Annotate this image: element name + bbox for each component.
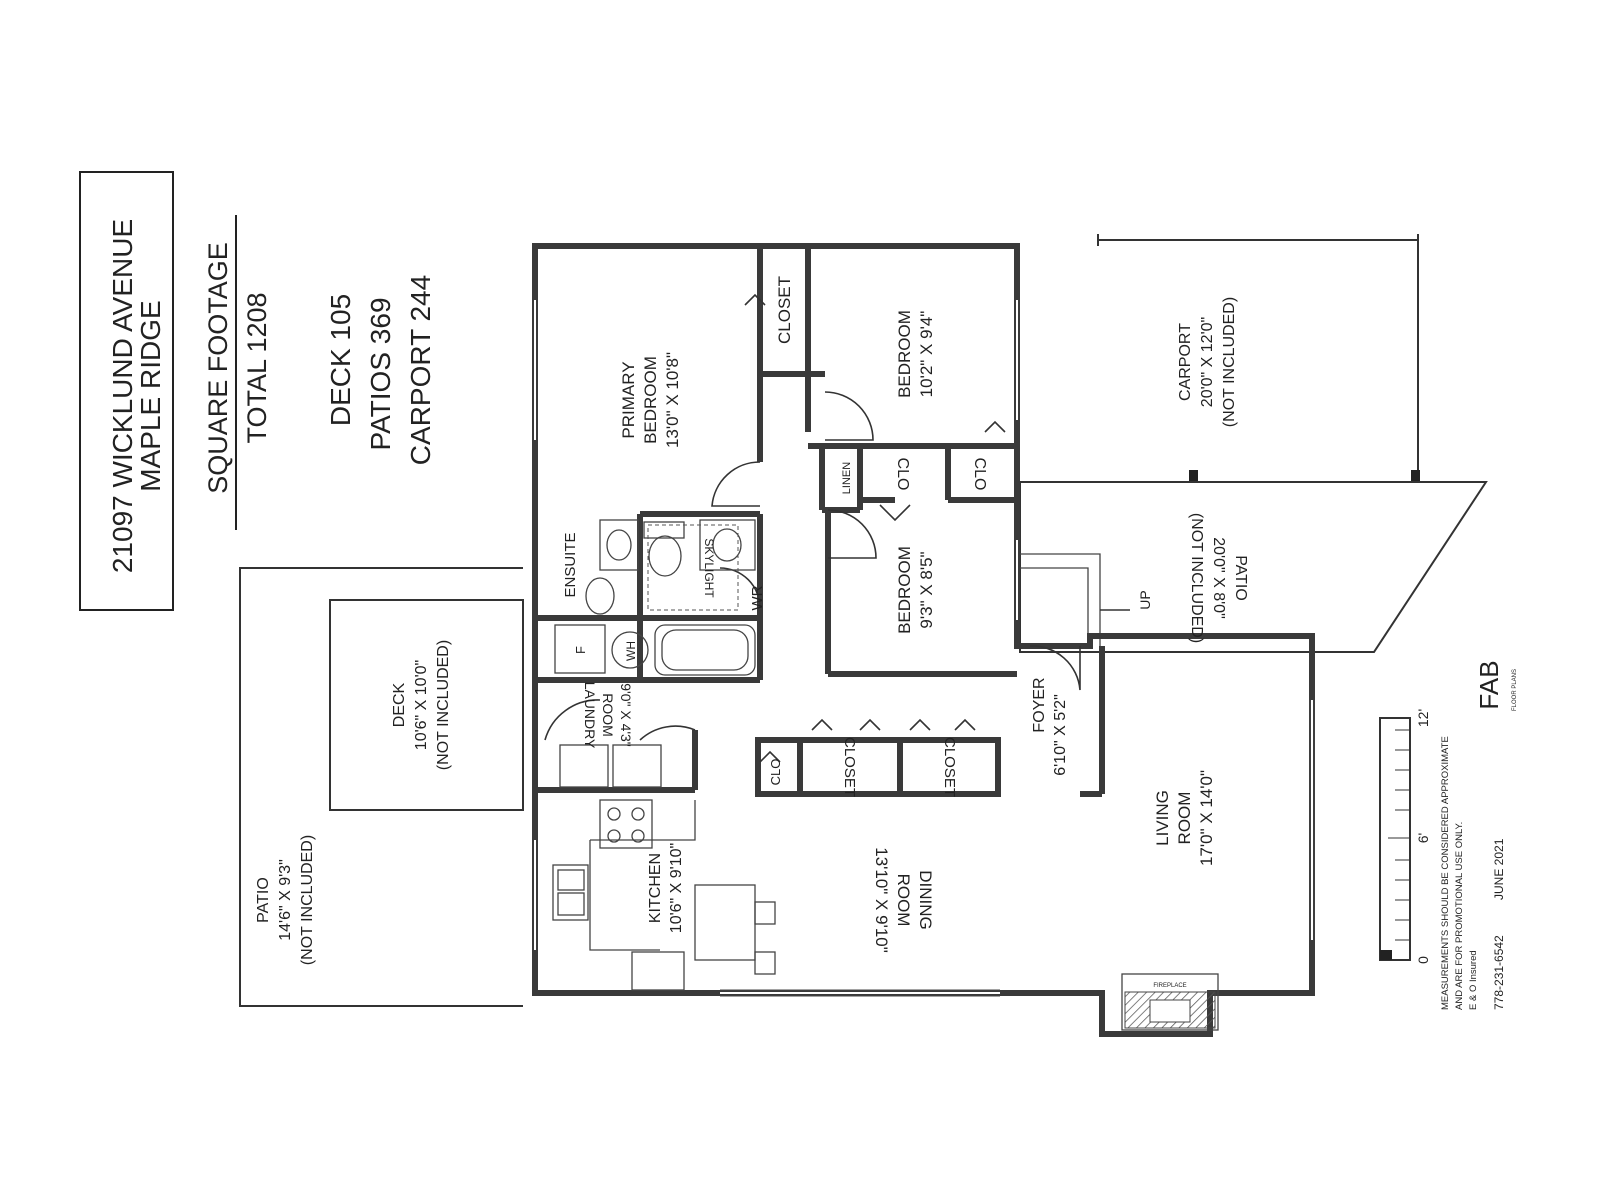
fixtures <box>552 519 1219 1031</box>
primary-bedroom-dims: 13'0" X 10'8" <box>663 352 682 448</box>
clo-label-a: CLO <box>894 458 911 491</box>
closet-primary-label: CLOSET <box>775 276 794 344</box>
carport-post-1 <box>1189 470 1198 482</box>
logo-text: FAB <box>1474 660 1504 709</box>
carport-note: (NOT INCLUDED) <box>1221 297 1238 427</box>
foyer-name: FOYER <box>1031 677 1048 732</box>
deck-name: DECK <box>391 682 408 727</box>
doors <box>544 293 1081 763</box>
patio-left-dims: 14'6" X 9'3" <box>277 859 294 941</box>
dining-name2: ROOM <box>894 874 913 927</box>
kitchen-name: KITCHEN <box>647 853 664 923</box>
phone-number: 778-231-6542 <box>1492 935 1506 1010</box>
square-footage-title: SQUARE FOOTAGE <box>203 242 233 494</box>
deck-outline <box>329 599 524 811</box>
scale-tick-6: 6' <box>1415 833 1431 843</box>
kitchen-dims: 10'6" X 9'10" <box>668 843 685 933</box>
logo-subtext: FLOOR PLANS <box>1512 669 1518 711</box>
scale-bar: 0 6' 12' <box>1379 709 1431 964</box>
clo-label-b: CLO <box>971 458 988 491</box>
windows <box>534 300 1313 994</box>
carport-outline <box>1098 239 1419 480</box>
carport-name: CARPORT <box>1177 323 1194 401</box>
ensuite-label: ENSUITE <box>562 532 579 597</box>
address-line-1: 21097 WICKLUND AVENUE <box>107 219 138 573</box>
skylight-label: SKYLIGHT <box>702 538 716 598</box>
patio-right-dims: 20'0" X 8'0" <box>1210 537 1227 619</box>
plan-date: JUNE 2021 <box>1492 838 1506 900</box>
patios-sqft: PATIOS 369 <box>365 297 396 450</box>
patio-left-name: PATIO <box>255 877 272 923</box>
carport-sqft: CARPORT 244 <box>405 275 436 465</box>
clo-hall-label: CLO <box>768 759 783 786</box>
patio-right-name: PATIO <box>1232 555 1249 601</box>
steps <box>1020 553 1101 646</box>
address-box <box>79 171 174 611</box>
dining-dims: 13'10" X 9'10" <box>872 847 891 953</box>
up-label: UP <box>1137 590 1153 609</box>
left-patio-outline <box>239 567 523 1007</box>
scale-tick-0: 0 <box>1415 956 1431 964</box>
foyer-dims: 6'10" X 5'2" <box>1052 694 1069 776</box>
bedroom-upper-dims: 10'2" X 9'4" <box>917 311 936 398</box>
deck-sqft: DECK 105 <box>325 294 356 426</box>
carport-post-2 <box>1411 470 1420 482</box>
total-sqft: TOTAL 1208 <box>242 292 272 443</box>
dining-name1: DINING <box>916 870 935 930</box>
living-name1: LIVING <box>1153 790 1172 846</box>
closet-hall-2-label: CLOSET <box>941 737 958 797</box>
primary-bedroom-name2: BEDROOM <box>641 356 660 444</box>
living-dims: 17'0" X 14'0" <box>1197 770 1216 866</box>
interior-walls <box>535 246 1105 797</box>
furnace-label: F <box>573 646 588 654</box>
bedroom-upper-name: BEDROOM <box>895 310 914 398</box>
right-patio-outline <box>1019 481 1488 653</box>
linen-label: LINEN <box>841 462 853 494</box>
address-line-2: MAPLE RIDGE <box>135 300 166 491</box>
laundry-name2: ROOM <box>600 693 616 737</box>
disclaimer-line-2: AND ARE FOR PROMOTIONAL USE ONLY. <box>1454 822 1465 1010</box>
wr-label: WR <box>749 585 766 610</box>
scale-tick-12: 12' <box>1415 709 1431 727</box>
disclaimer-line-1: MEASUREMENTS SHOULD BE CONSIDERED APPROX… <box>1440 736 1451 1010</box>
deck-note: (NOT INCLUDED) <box>435 640 452 770</box>
bedroom-lower-dims: 9'3" X 8'5" <box>917 551 936 628</box>
patio-right-note: (NOT INCLUDED) <box>1188 513 1205 643</box>
carport-dims: 20'0" X 12'0" <box>1199 317 1216 407</box>
bedroom-lower-name: BEDROOM <box>895 546 914 634</box>
primary-bedroom-name1: PRIMARY <box>619 361 638 438</box>
insured-note: E & O Insured <box>1468 950 1479 1010</box>
patio-left-note: (NOT INCLUDED) <box>299 835 316 965</box>
deck-dims: 10'6" X 10'0" <box>413 660 430 750</box>
laundry-dims: 9'0" X 4'3" <box>618 683 634 747</box>
living-name2: ROOM <box>1175 792 1194 845</box>
closet-hall-1-label: CLOSET <box>841 737 858 797</box>
fab-logo: FAB FLOOR PLANS <box>1474 660 1518 711</box>
laundry-name1: LAUNDRY <box>582 682 598 749</box>
water-heater-label: WH <box>624 641 638 661</box>
exterior-walls <box>532 243 1315 1037</box>
fireplace-label: FIREPLACE <box>1153 983 1186 989</box>
